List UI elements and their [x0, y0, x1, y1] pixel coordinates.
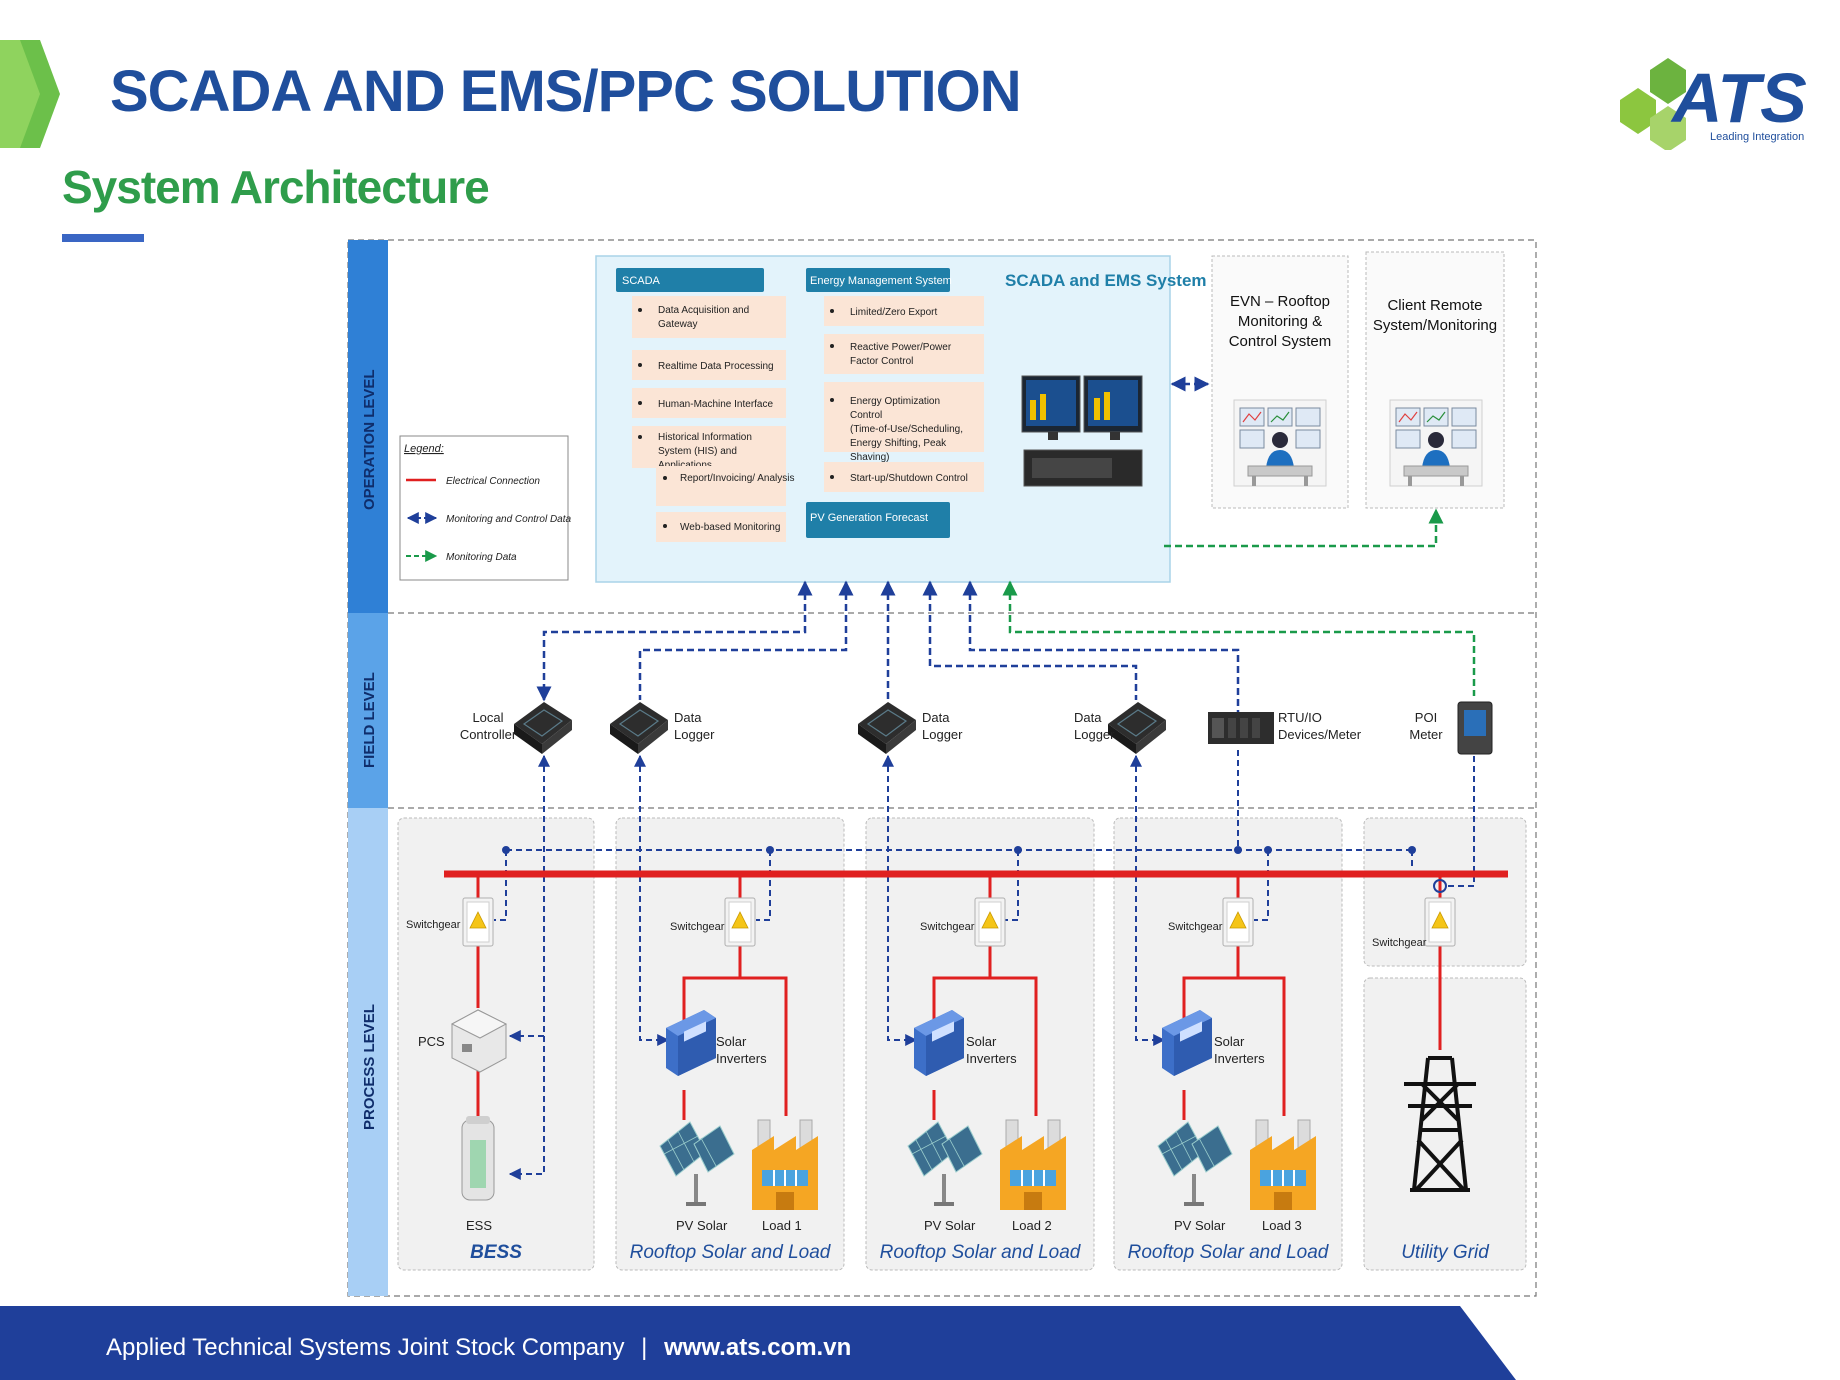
ems-header-bg — [806, 268, 950, 292]
architecture-diagram: OPERATION LEVEL FIELD LEVEL PROCESS LEVE… — [347, 239, 1537, 1297]
scada-item-2: Realtime Data Processing — [658, 361, 774, 372]
switchgear-label-4: Switchgear — [1168, 921, 1223, 933]
footer-text: Applied Technical Systems Joint Stock Co… — [106, 1334, 851, 1362]
rooftop-1-title: Rooftop Solar and Load — [630, 1242, 832, 1263]
legend-monitoring: Monitoring Data — [446, 552, 517, 563]
scada-header: SCADA — [622, 275, 661, 287]
data-logger-3-icon — [1107, 701, 1167, 755]
footer-company: Applied Technical Systems Joint Stock Co… — [106, 1334, 625, 1361]
scada-item-3: Human-Machine Interface — [658, 399, 773, 410]
server-monitors-icon — [1021, 375, 1143, 487]
ess-label: ESS — [466, 1218, 492, 1233]
pv-solar-label-2: PV Solar — [924, 1218, 976, 1233]
process-level-label: PROCESS LEVEL — [361, 1004, 378, 1130]
pv-solar-label-3: PV Solar — [1174, 1218, 1226, 1233]
poi-monitoring-link — [1002, 580, 1476, 696]
page-title: SCADA AND EMS/PPC SOLUTION — [110, 59, 1022, 124]
switchgear-label-1: Switchgear — [406, 919, 461, 931]
switchgear-label-2: Switchgear — [670, 921, 725, 933]
pcs-icon — [450, 1009, 508, 1073]
scada-header-bg — [616, 268, 764, 292]
his-sub-item-1: Report/Invoicing/ Analysis — [680, 473, 795, 484]
legend: Legend: Electrical Connection Monitoring… — [399, 435, 572, 581]
switchgear-label-3: Switchgear — [920, 921, 975, 933]
ems-item-4: Start-up/Shutdown Control — [850, 473, 968, 484]
pv-forecast-bg — [806, 502, 950, 538]
legend-electrical: Electrical Connection — [446, 476, 540, 487]
field-level-bar — [348, 613, 388, 808]
utility-grid-title: Utility Grid — [1401, 1242, 1490, 1263]
legend-monitoring-control: Monitoring and Control Data — [446, 514, 572, 525]
subtitle-underline — [62, 234, 144, 242]
logo-text: ATS — [1670, 59, 1807, 137]
local-controller-icon — [513, 701, 573, 755]
system-title: SCADA and EMS System — [1005, 271, 1207, 290]
evn-operator-icon — [1233, 399, 1327, 487]
accent-tab — [0, 40, 60, 148]
rooftop-3-title: Rooftop Solar and Load — [1128, 1242, 1330, 1263]
operation-level-bar — [348, 240, 388, 613]
switchgear-rooftop2-icon — [974, 897, 1006, 947]
his-sub-item-2: Web-based Monitoring — [680, 522, 780, 533]
footer-separator: | — [641, 1334, 648, 1361]
scada-client-link — [1164, 508, 1444, 548]
bus-junctions — [502, 846, 1416, 854]
process-level-bar — [348, 808, 388, 1296]
bess-title: BESS — [470, 1242, 522, 1263]
transmission-tower-icon — [1404, 1056, 1476, 1192]
pv-forecast: PV Generation Forecast — [810, 512, 928, 524]
ess-icon — [461, 1116, 495, 1201]
poi-ct-icon — [1433, 879, 1447, 893]
electrical-lines — [476, 874, 1442, 1120]
field-level-label: FIELD LEVEL — [361, 672, 378, 768]
operation-level-label: OPERATION LEVEL — [361, 369, 378, 510]
poi-meter-icon — [1457, 701, 1493, 755]
page-subtitle: System Architecture — [62, 161, 490, 213]
ats-logo: ATS Leading Integration — [1620, 58, 1807, 150]
switchgear-rooftop3-icon — [1222, 897, 1254, 947]
switchgear-grid-icon — [1424, 897, 1456, 947]
ems-header: Energy Management System — [810, 275, 952, 287]
data-logger-2-icon — [857, 701, 917, 755]
footer-bar — [0, 1306, 1516, 1380]
footer-website[interactable]: www.ats.com.vn — [664, 1334, 852, 1361]
data-logger-1-icon — [609, 701, 669, 755]
switchgear-label-5: Switchgear — [1372, 937, 1427, 949]
switchgear-bess-icon — [462, 897, 494, 947]
pcs-label: PCS — [418, 1034, 445, 1049]
field-control-links — [536, 580, 1240, 712]
rooftop-2-title: Rooftop Solar and Load — [880, 1242, 1082, 1263]
pv-solar-label-1: PV Solar — [676, 1218, 728, 1233]
utility-grid-area — [1363, 977, 1527, 1271]
ems-item-1: Limited/Zero Export — [850, 307, 937, 318]
load-1-label: Load 1 — [762, 1218, 802, 1233]
rtu-icon — [1208, 712, 1274, 744]
load-3-label: Load 3 — [1262, 1218, 1302, 1233]
grid-switch-area — [1363, 817, 1527, 967]
switchgear-rooftop1-icon — [724, 897, 756, 947]
logo-tagline: Leading Integration — [1710, 131, 1804, 143]
legend-title: Legend: — [404, 443, 444, 455]
client-operator-icon — [1389, 399, 1483, 487]
load-2-label: Load 2 — [1012, 1218, 1052, 1233]
